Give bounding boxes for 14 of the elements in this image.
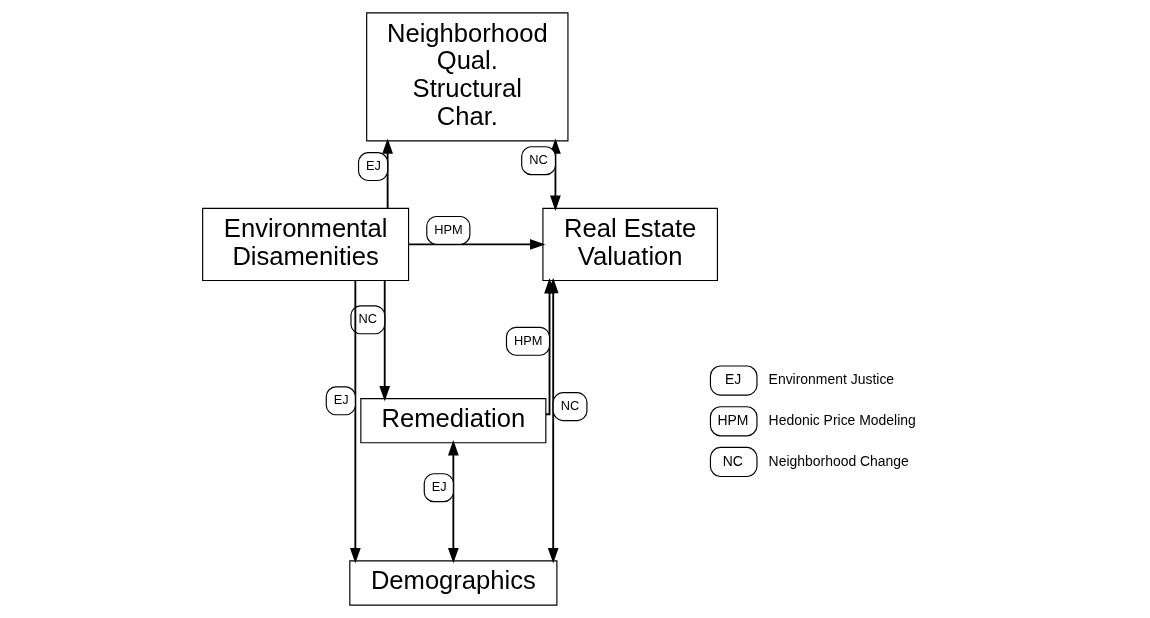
legend-label: Environment Justice <box>768 371 894 388</box>
edge-label: EJ <box>333 392 349 408</box>
edge-label: NC <box>528 151 548 167</box>
edge-label: HPM <box>433 221 463 237</box>
edge-label: HPM <box>513 332 542 348</box>
edge-label: NC <box>358 311 377 327</box>
label: EJ <box>724 371 741 388</box>
label: HPM <box>716 411 748 428</box>
legend-label: Hedonic Price Modeling <box>768 411 916 428</box>
edge-label: EJ <box>431 478 447 494</box>
edge-label: EJ <box>365 157 381 173</box>
label: NC <box>722 452 743 469</box>
legend-label: Neighborhood Change <box>768 452 909 469</box>
edge-label: NC <box>560 397 579 413</box>
